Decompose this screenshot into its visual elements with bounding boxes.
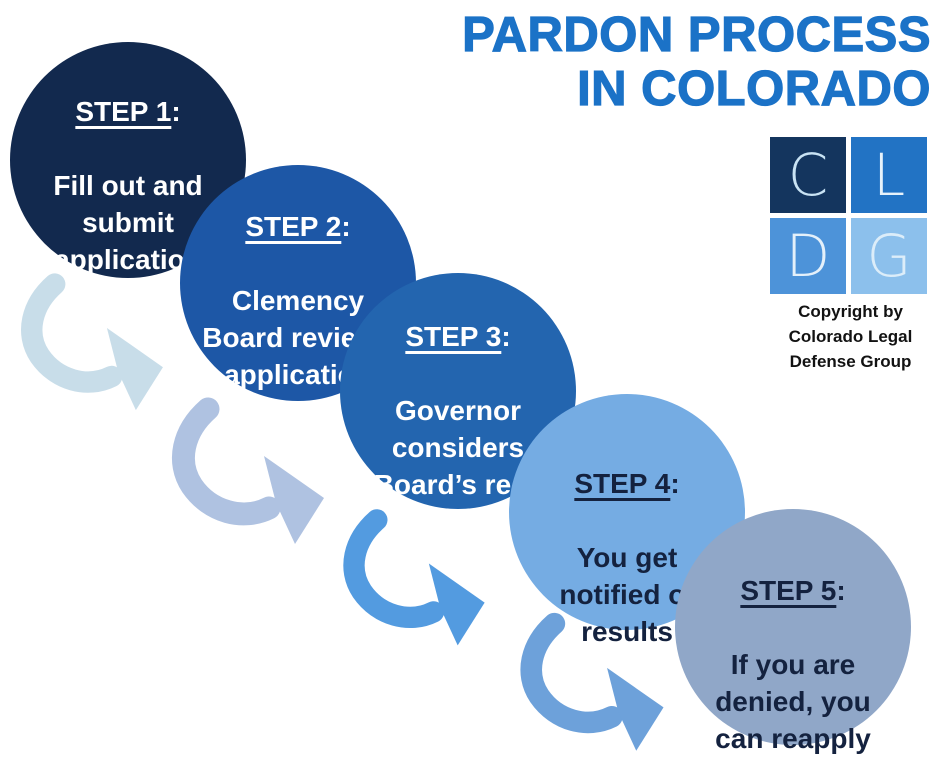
logo-square-l: L [851,137,927,213]
step-5-description: If you are denied, you can reapply later [715,649,871,754]
logo-square-d: D [770,218,846,294]
copyright-text: Copyright by Colorado Legal Defense Grou… [788,302,913,371]
logo-letter-g: G [866,222,912,290]
curved-arrow-2-icon [172,397,324,544]
step-1-description: Fill out and submit application [53,170,203,275]
step-3-description: Governor considers Board’s recs [373,395,543,500]
step-5-text: STEP 5: If you are denied, you can reapp… [715,535,871,757]
step-2-label: STEP 2: [245,211,351,242]
cldg-logo: C L D G [770,137,927,294]
step-3-text: STEP 3: Governor considers Board’s recs [374,281,543,540]
step-1-label: STEP 1: [75,96,181,127]
step-5-circle: STEP 5: If you are denied, you can reapp… [675,509,911,754]
curved-arrow-4-icon [520,612,664,751]
step-4-circle: STEP 4: You get notified of results [509,394,745,647]
page-title: PARDON PROCESS IN COLORADO [461,7,931,116]
step-4-description: You get notified of results [559,542,694,647]
logo-letter-c: C [787,141,829,209]
logo-square-c: C [770,137,846,213]
logo-square-g: G [851,218,927,294]
step-5-label: STEP 5: [740,575,846,606]
curved-arrow-1-icon [21,273,163,411]
logo-letter-l: L [872,141,906,209]
logo-letter-d: D [785,222,831,290]
step-2-text: STEP 2: Clemency Board reviews applicati… [202,171,393,430]
step-4-label: STEP 4: [574,468,680,499]
step-4-text: STEP 4: You get notified of results [559,428,694,687]
step-1-text: STEP 1: Fill out and submit application [53,56,202,315]
curved-arrow-3-icon [343,509,485,646]
step-2-circle: STEP 2: Clemency Board reviews applicati… [180,165,416,401]
step-1-circle: STEP 1: Fill out and submit application [10,42,246,278]
step-3-label: STEP 3: [405,321,511,352]
